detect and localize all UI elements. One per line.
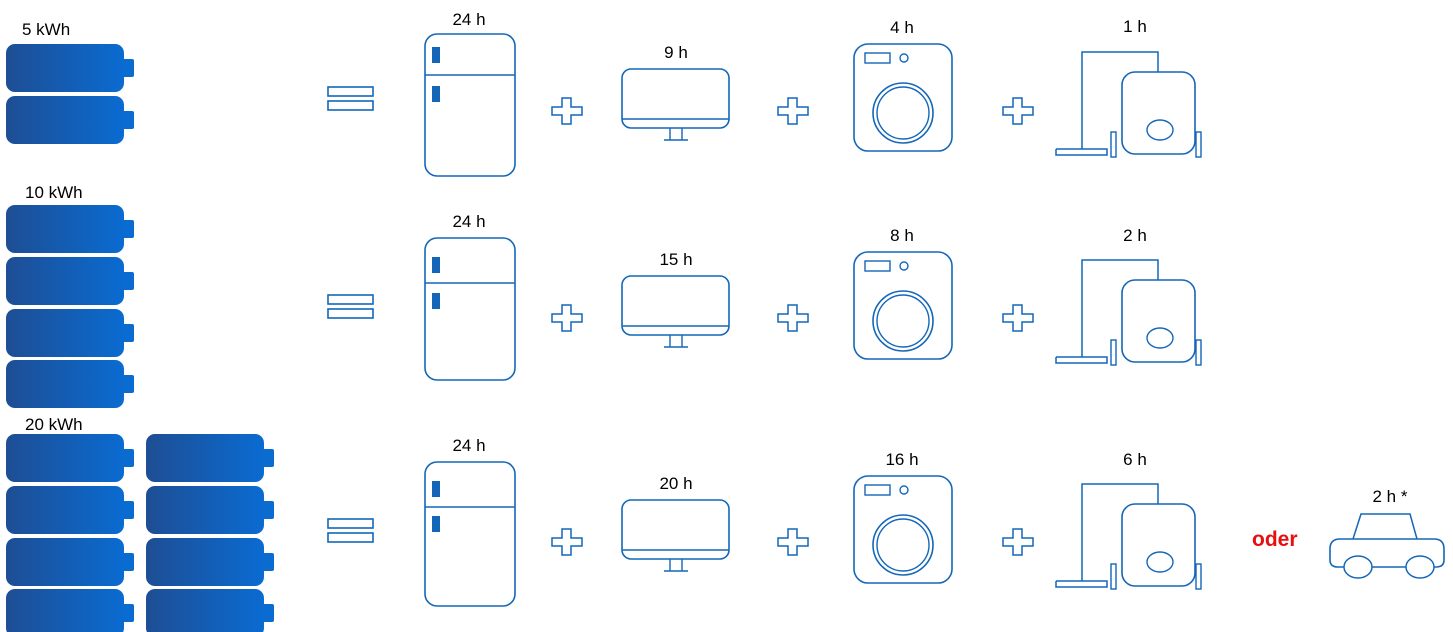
fridge-duration: 24 h bbox=[452, 10, 486, 29]
vacuum-duration: 1 h bbox=[1123, 17, 1147, 36]
fridge-duration: 24 h bbox=[452, 436, 486, 455]
battery-icon bbox=[146, 589, 274, 632]
battery-icon bbox=[6, 538, 134, 586]
equals-icon bbox=[327, 294, 374, 319]
fridge-icon bbox=[424, 33, 516, 177]
tv-duration: 20 h bbox=[659, 474, 693, 493]
capacity-label: 5 kWh bbox=[22, 20, 71, 39]
battery-icon bbox=[6, 434, 134, 482]
battery-icon bbox=[146, 538, 274, 586]
battery-icon bbox=[6, 44, 134, 92]
washing-machine-icon bbox=[853, 251, 953, 360]
or-label: oder bbox=[1252, 528, 1298, 551]
washing-machine-duration: 4 h bbox=[890, 18, 914, 37]
plus-icon bbox=[551, 97, 583, 125]
vacuum-cleaner-icon bbox=[1055, 51, 1202, 158]
vacuum-duration: 2 h bbox=[1123, 226, 1147, 245]
battery-icon bbox=[146, 434, 274, 482]
vacuum-cleaner-icon bbox=[1055, 259, 1202, 366]
car-icon bbox=[1329, 513, 1445, 579]
battery-icon bbox=[6, 257, 134, 305]
plus-icon bbox=[1002, 528, 1034, 556]
car-duration: 2 h * bbox=[1372, 487, 1408, 506]
tv-duration: 9 h bbox=[664, 43, 688, 62]
plus-icon bbox=[1002, 304, 1034, 332]
washing-machine-icon bbox=[853, 475, 953, 584]
washing-machine-duration: 8 h bbox=[890, 226, 914, 245]
plus-icon bbox=[777, 528, 809, 556]
vacuum-duration: 6 h bbox=[1123, 450, 1147, 469]
capacity-label: 10 kWh bbox=[25, 183, 83, 202]
battery-icon bbox=[6, 589, 134, 632]
capacity-label: 20 kWh bbox=[25, 415, 83, 434]
plus-icon bbox=[777, 97, 809, 125]
battery-icon bbox=[146, 486, 274, 534]
washing-machine-duration: 16 h bbox=[885, 450, 919, 469]
tv-icon bbox=[621, 68, 730, 141]
battery-icon bbox=[6, 205, 134, 253]
plus-icon bbox=[1002, 97, 1034, 125]
fridge-icon bbox=[424, 237, 516, 381]
fridge-duration: 24 h bbox=[452, 212, 486, 231]
battery-icon bbox=[6, 96, 134, 144]
plus-icon bbox=[551, 528, 583, 556]
equals-icon bbox=[327, 86, 374, 111]
tv-icon bbox=[621, 499, 730, 572]
plus-icon bbox=[777, 304, 809, 332]
tv-icon bbox=[621, 275, 730, 348]
tv-duration: 15 h bbox=[659, 250, 693, 269]
battery-icon bbox=[6, 309, 134, 357]
plus-icon bbox=[551, 304, 583, 332]
washing-machine-icon bbox=[853, 43, 953, 152]
vacuum-cleaner-icon bbox=[1055, 483, 1202, 590]
fridge-icon bbox=[424, 461, 516, 607]
battery-icon bbox=[6, 486, 134, 534]
equals-icon bbox=[327, 518, 374, 543]
battery-icon bbox=[6, 360, 134, 408]
